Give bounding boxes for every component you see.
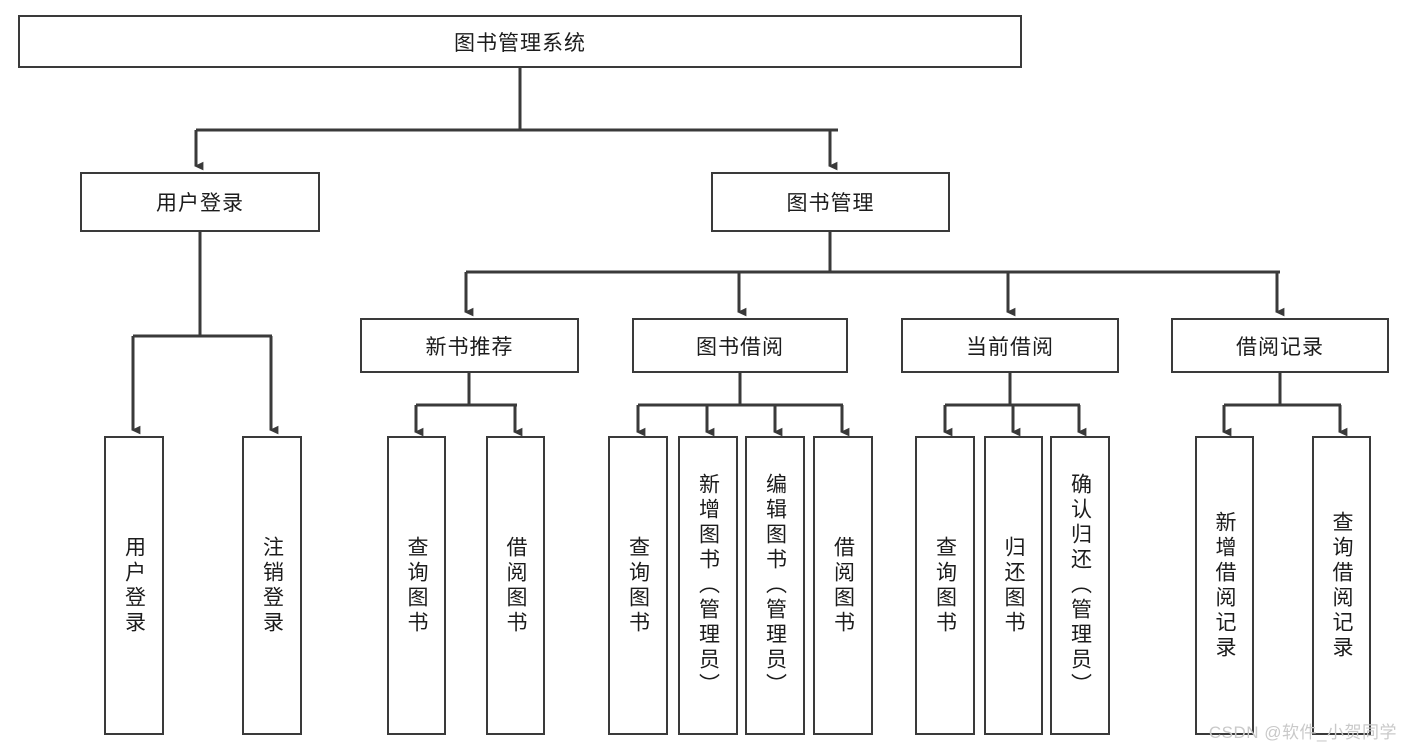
leaf-book-borrow-edit-book-admin[interactable]: 编辑图书（管理员） (745, 436, 805, 735)
leaf-book-borrow-borrow-book[interactable]: 借阅图书 (813, 436, 873, 735)
node-borrow-record[interactable]: 借阅记录 (1171, 318, 1389, 373)
leaf-book-borrow-query-book[interactable]: 查询图书 (608, 436, 668, 735)
node-book-borrow[interactable]: 图书借阅 (632, 318, 848, 373)
node-label: 新书推荐 (425, 335, 514, 359)
node-label: 图书管理 (786, 192, 875, 215)
leaf-user-login-login[interactable]: 用户登录 (104, 436, 164, 735)
node-label: 确认归还（管理员） (1068, 473, 1092, 698)
node-label: 用户登录 (122, 535, 146, 636)
node-label: 新增借阅记录 (1213, 510, 1236, 661)
leaf-user-login-logout[interactable]: 注销登录 (242, 436, 302, 735)
node-label: 新增图书（管理员） (696, 473, 720, 698)
node-new-book-recommend[interactable]: 新书推荐 (360, 318, 579, 373)
watermark: CSDN @软件_小贺同学 (1208, 723, 1397, 742)
node-label: 图书管理系统 (454, 31, 586, 55)
node-label: 归还图书 (1002, 535, 1025, 636)
node-current-borrow[interactable]: 当前借阅 (901, 318, 1119, 373)
leaf-borrow-record-add-record[interactable]: 新增借阅记录 (1195, 436, 1254, 735)
leaf-current-borrow-return-book[interactable]: 归还图书 (984, 436, 1043, 735)
node-label: 借阅记录 (1236, 335, 1324, 359)
node-label: 借阅图书 (504, 535, 527, 636)
node-book-management[interactable]: 图书管理 (711, 172, 950, 232)
leaf-current-borrow-confirm-return-admin[interactable]: 确认归还（管理员） (1050, 436, 1110, 735)
node-user-login[interactable]: 用户登录 (80, 172, 320, 232)
node-label: 查询图书 (626, 535, 650, 636)
node-label: 查询图书 (933, 535, 957, 636)
leaf-borrow-record-query-record[interactable]: 查询借阅记录 (1312, 436, 1371, 735)
node-label: 借阅图书 (831, 535, 855, 636)
node-label: 当前借阅 (966, 335, 1054, 359)
node-label: 查询借阅记录 (1330, 510, 1353, 661)
node-label: 图书借阅 (696, 335, 784, 359)
leaf-new-book-borrow-book[interactable]: 借阅图书 (486, 436, 545, 735)
node-label: 编辑图书（管理员） (763, 473, 787, 698)
node-root-book-management-system[interactable]: 图书管理系统 (18, 15, 1022, 68)
leaf-current-borrow-query-book[interactable]: 查询图书 (915, 436, 975, 735)
leaf-book-borrow-add-book-admin[interactable]: 新增图书（管理员） (678, 436, 738, 735)
node-label: 注销登录 (260, 535, 284, 636)
node-label: 用户登录 (156, 192, 244, 215)
leaf-new-book-query-book[interactable]: 查询图书 (387, 436, 446, 735)
node-label: 查询图书 (405, 535, 428, 636)
